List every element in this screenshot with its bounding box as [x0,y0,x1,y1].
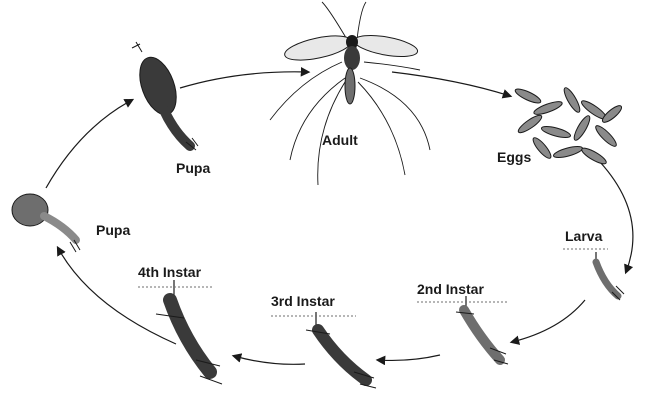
label-2nd-instar: 2nd Instar [417,281,484,297]
label-eggs: Eggs [497,149,531,165]
arrow-pupa-to-pupa [46,100,132,188]
fourth-instar-illustration [156,280,222,384]
third-instar-illustration [306,312,376,388]
label-underlines [138,249,608,316]
arrow-3rd-to-4th-instar [234,356,305,364]
label-3rd-instar: 3rd Instar [271,293,335,309]
stage-labels: Adult Eggs Larva 2nd Instar 3rd Instar 4… [96,132,603,309]
cycle-arrows [46,72,633,365]
label-pupa-upper: Pupa [176,160,210,176]
arrow-adult-to-eggs [392,72,510,96]
second-instar-illustration [456,296,508,364]
arrow-larva-to-2nd-instar [512,300,585,342]
pupa-left-illustration [12,194,80,252]
larva-illustration [596,252,624,300]
label-4th-instar: 4th Instar [138,264,202,280]
label-larva: Larva [565,228,603,244]
arrow-2nd-to-3rd-instar [378,355,440,360]
arrow-pupa-to-adult [180,72,308,88]
label-pupa-left: Pupa [96,222,130,238]
adult-mosquito-illustration [270,2,430,185]
arrow-4th-instar-to-pupa [58,248,176,344]
label-adult: Adult [322,132,358,148]
arrow-eggs-to-larva [600,162,633,272]
pupa-upper-illustration [132,42,198,150]
